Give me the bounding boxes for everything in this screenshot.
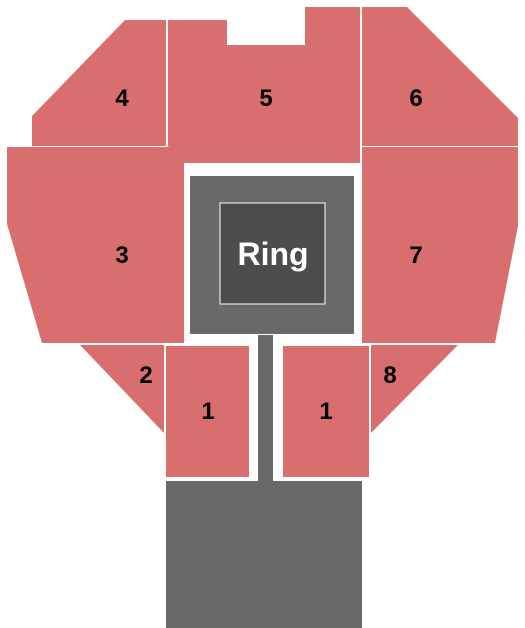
section-1-left-shape[interactable]	[166, 346, 249, 477]
section-3[interactable]: 3	[7, 147, 184, 343]
section-5-shape[interactable]	[168, 7, 360, 163]
ring-box[interactable]	[219, 202, 326, 305]
section-1-left[interactable]: 1	[166, 346, 249, 477]
section-6-shape[interactable]	[362, 7, 518, 146]
section-3-shape[interactable]	[7, 147, 184, 343]
section-7-shape[interactable]	[362, 147, 518, 343]
section-1-right[interactable]: 1	[283, 346, 369, 477]
floor-aisle	[258, 335, 273, 481]
section-6[interactable]: 6	[362, 7, 518, 146]
section-1-right-shape[interactable]	[283, 346, 369, 477]
ring[interactable]: Ring	[219, 202, 326, 305]
section-4[interactable]: 4	[32, 20, 166, 146]
section-2-shape[interactable]	[80, 345, 164, 433]
section-7[interactable]: 7	[362, 147, 518, 343]
section-4-shape[interactable]	[32, 20, 166, 146]
section-5[interactable]: 5	[168, 7, 360, 163]
section-2[interactable]: 2	[80, 345, 164, 433]
section-8-shape[interactable]	[371, 345, 458, 433]
section-8[interactable]: 8	[371, 345, 458, 433]
floor-stage-area	[166, 481, 362, 628]
